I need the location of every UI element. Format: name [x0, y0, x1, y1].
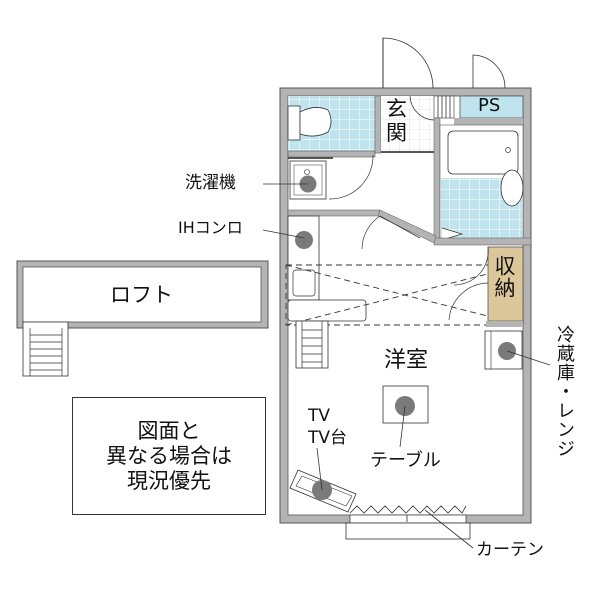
entrance-area — [381, 37, 455, 153]
callout-table: テーブル — [370, 450, 441, 471]
callout-tv: TV — [308, 406, 331, 426]
notice-line-1: 図面と — [137, 418, 201, 443]
notice-line-3: 現況優先 — [127, 468, 211, 493]
callout-ih-stove: IHコンロ — [178, 218, 243, 237]
callout-tv-stand: TV台 — [308, 428, 348, 448]
callout-fridge-range: 冷蔵庫・レンジ — [554, 325, 575, 458]
table — [382, 385, 429, 448]
leader-lines — [262, 183, 551, 366]
tv-stand — [289, 447, 357, 513]
bathroom — [433, 117, 532, 246]
loft-ladder — [295, 320, 329, 369]
room-label-entrance: 玄関 — [386, 97, 407, 145]
room-label-loft: ロフト — [110, 283, 173, 307]
storage-closet — [448, 246, 524, 327]
kitchen-counter — [287, 215, 367, 322]
pipe-space — [454, 54, 524, 125]
window-curtain — [345, 505, 474, 549]
room-label-ps: PS — [478, 95, 501, 116]
callout-curtain: カーテン — [476, 540, 544, 560]
room-label-western-room: 洋室 — [384, 348, 429, 373]
washing-machine-space — [288, 154, 374, 200]
loft-box — [16, 260, 269, 377]
notice-line-2: 異なる場合は — [106, 443, 232, 468]
room-label-storage: 収納 — [492, 255, 516, 299]
kitchen-divider — [287, 209, 437, 250]
callout-washing-machine: 洗濯機 — [185, 173, 236, 193]
loft-projection — [285, 264, 524, 326]
disclaimer-notice: 図面と 異なる場合は 現況優先 — [72, 397, 266, 515]
toilet-room — [287, 95, 382, 158]
fridge-space — [484, 330, 523, 370]
